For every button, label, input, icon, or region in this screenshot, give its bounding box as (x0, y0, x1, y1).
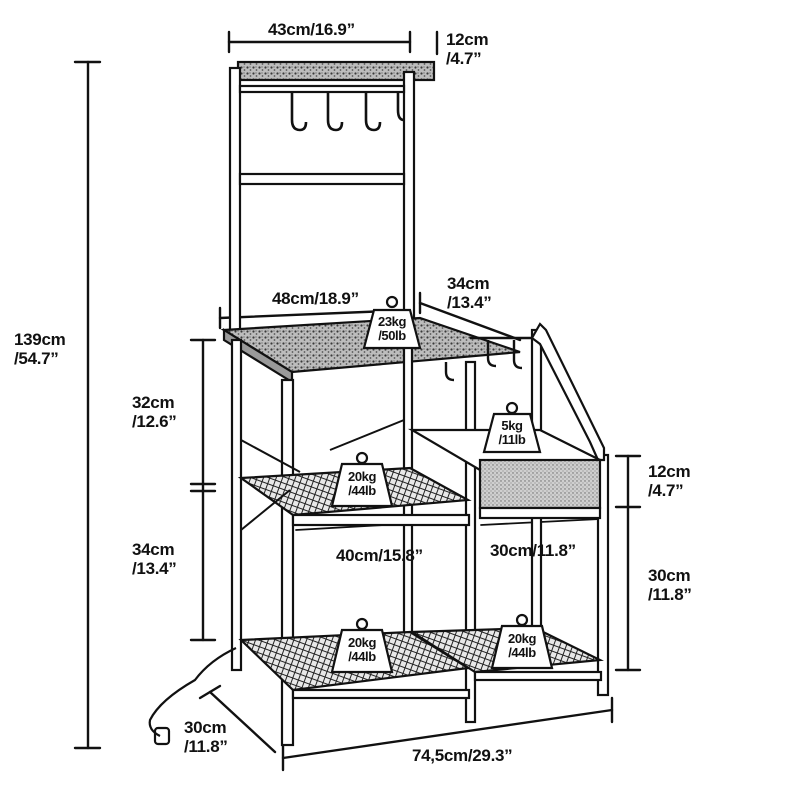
bottom-right-load-lb: /44lb (508, 645, 536, 660)
side-gap-label: 30cm /11.8” (648, 566, 692, 604)
drawer-height-label: 12cm /4.7” (648, 462, 691, 500)
base-depth-label: 30cm /11.8” (184, 718, 228, 756)
weight-badges (330, 295, 554, 674)
board-depth-dimension (418, 291, 522, 342)
weight-text-middle: 20kg /44lb (334, 470, 390, 498)
board-load-kg: 23kg (377, 314, 407, 329)
weight-badge-middle (330, 451, 394, 508)
hutch-post-left (228, 66, 242, 332)
weight-text-bottom-left: 20kg /44lb (334, 636, 390, 664)
rack-frame (148, 60, 610, 747)
cross-braces (240, 419, 405, 531)
top-width-dimension (227, 30, 439, 56)
weight-badge-board (362, 295, 422, 350)
power-cord (148, 647, 237, 746)
weight-badge-bottom-left (330, 617, 394, 674)
lower-gap-in: /13.4” (132, 559, 177, 578)
board-load-lb: /50lb (378, 328, 406, 343)
lower-gap-cm: 34cm (132, 540, 175, 559)
lower-gap-label: 34cm /13.4” (132, 540, 177, 578)
base-depth-in: /11.8” (184, 737, 228, 756)
total-height-cm: 139cm (14, 330, 66, 349)
hutch-post-right (402, 70, 416, 324)
board-width-label: 48cm/18.9” (272, 289, 359, 308)
right-bay-width-label: 30cm/11.8” (490, 541, 576, 560)
side-gap-in: /11.8” (648, 585, 692, 604)
drawer-box (478, 458, 602, 510)
weight-text-bottom-right: 20kg /44lb (494, 632, 550, 660)
leg-mid (464, 360, 477, 724)
weight-text-drawer: 5kg /11lb (486, 419, 538, 447)
right-height-dimension (614, 454, 642, 672)
total-width-label: 74,5cm/29.3” (412, 746, 513, 765)
bottom-left-load-kg: 20kg (347, 635, 377, 650)
top-depth-cm: 12cm (446, 30, 489, 49)
total-height-in: /54.7” (14, 349, 59, 368)
hutch-hooks (290, 92, 405, 132)
weight-badge-drawer (482, 401, 542, 454)
board-depth-label: 34cm /13.4” (447, 274, 492, 312)
left-bay-width-label: 40cm/15.8” (336, 546, 423, 565)
top-width-label: 43cm/16.9” (268, 20, 355, 39)
drawer-height-in: /4.7” (648, 481, 684, 500)
drawer-load-kg: 5kg (501, 418, 523, 433)
shelf-gap-dimension (189, 338, 217, 642)
top-depth-in: /4.7” (446, 49, 482, 68)
drawer-load-lb: /11lb (498, 432, 526, 447)
top-depth-label: 12cm /4.7” (446, 30, 489, 68)
upper-gap-in: /12.6” (132, 412, 177, 431)
total-height-label: 139cm /54.7” (14, 330, 66, 368)
board-depth-cm: 34cm (447, 274, 490, 293)
middle-load-kg: 20kg (347, 469, 377, 484)
weight-text-board: 23kg /50lb (366, 315, 418, 343)
middle-load-lb: /44lb (348, 483, 376, 498)
total-height-dimension (73, 60, 102, 750)
bottom-left-load-lb: /44lb (348, 649, 376, 664)
weight-badge-bottom-right (490, 613, 554, 670)
side-gap-cm: 30cm (648, 566, 691, 585)
hutch-rail (238, 84, 406, 94)
hutch-crossbar (238, 172, 406, 186)
upper-gap-label: 32cm /12.6” (132, 393, 177, 431)
base-depth-dimension (198, 684, 277, 754)
base-depth-cm: 30cm (184, 718, 227, 737)
total-width-dimension (281, 696, 614, 772)
leg-front-left (280, 378, 295, 747)
side-hooks (444, 336, 540, 382)
leg-back-left (230, 338, 243, 672)
board-depth-in: /13.4” (447, 293, 492, 312)
upper-gap-cm: 32cm (132, 393, 175, 412)
bottom-right-load-kg: 20kg (507, 631, 537, 646)
drawer-height-cm: 12cm (648, 462, 691, 481)
right-side-frame (530, 322, 606, 462)
